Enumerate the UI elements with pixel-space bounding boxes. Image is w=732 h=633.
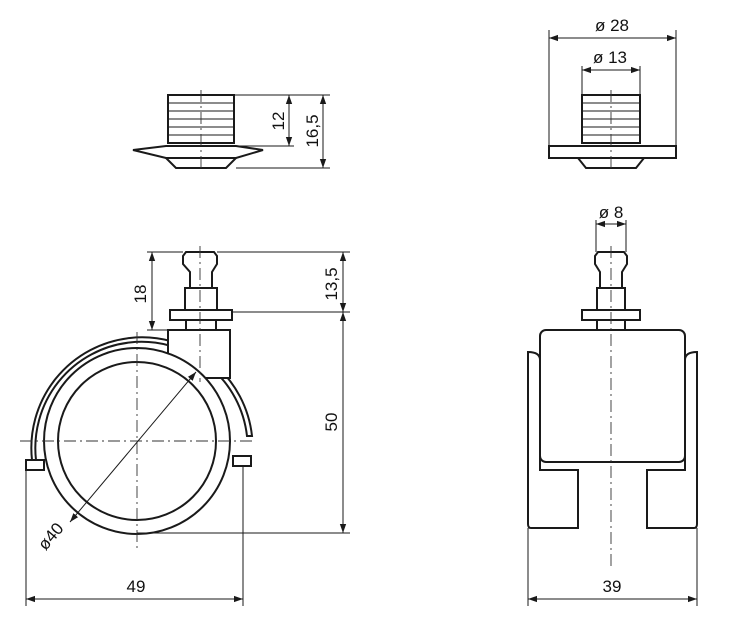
dim-label-stem-dia: ø 8	[599, 203, 624, 222]
caster-hood-right-lip	[232, 455, 252, 467]
dim-label-insert-dia-inner: ø 13	[593, 48, 627, 67]
insert-front-view: ø 28 ø 13	[548, 16, 677, 172]
stem-collar	[185, 319, 217, 331]
front-housing	[539, 329, 686, 463]
dim-label-wheel-dia: ø40	[34, 519, 67, 554]
front-right-wheel	[646, 350, 698, 529]
insert-side-view: 12 16,5	[132, 90, 330, 172]
dim-label-insert-total-height: 16,5	[303, 114, 322, 147]
dim-label-insert-height: 12	[269, 112, 288, 131]
front-left-wheel	[527, 350, 579, 529]
insert-flange	[132, 145, 264, 159]
dim-label-front-width: 39	[603, 577, 622, 596]
dim-leader-wheel-dia	[69, 371, 197, 523]
insert-front-flange	[548, 145, 677, 159]
dim-label-insert-dia-outer: ø 28	[595, 16, 629, 35]
dim-label-side-width: 49	[127, 577, 146, 596]
caster-side-view: 18 13,5 50 ø40 49	[20, 246, 350, 606]
caster-front-view: ø 8 39	[527, 203, 698, 606]
dim-label-total-height: 50	[322, 413, 341, 432]
dim-label-pin-height: 13,5	[322, 267, 341, 300]
caster-hood	[30, 336, 254, 461]
caster-hood-left-lip	[25, 459, 45, 471]
stem-flange	[169, 309, 233, 321]
stem-shank	[184, 287, 218, 313]
dim-label-stem-height: 18	[131, 285, 150, 304]
